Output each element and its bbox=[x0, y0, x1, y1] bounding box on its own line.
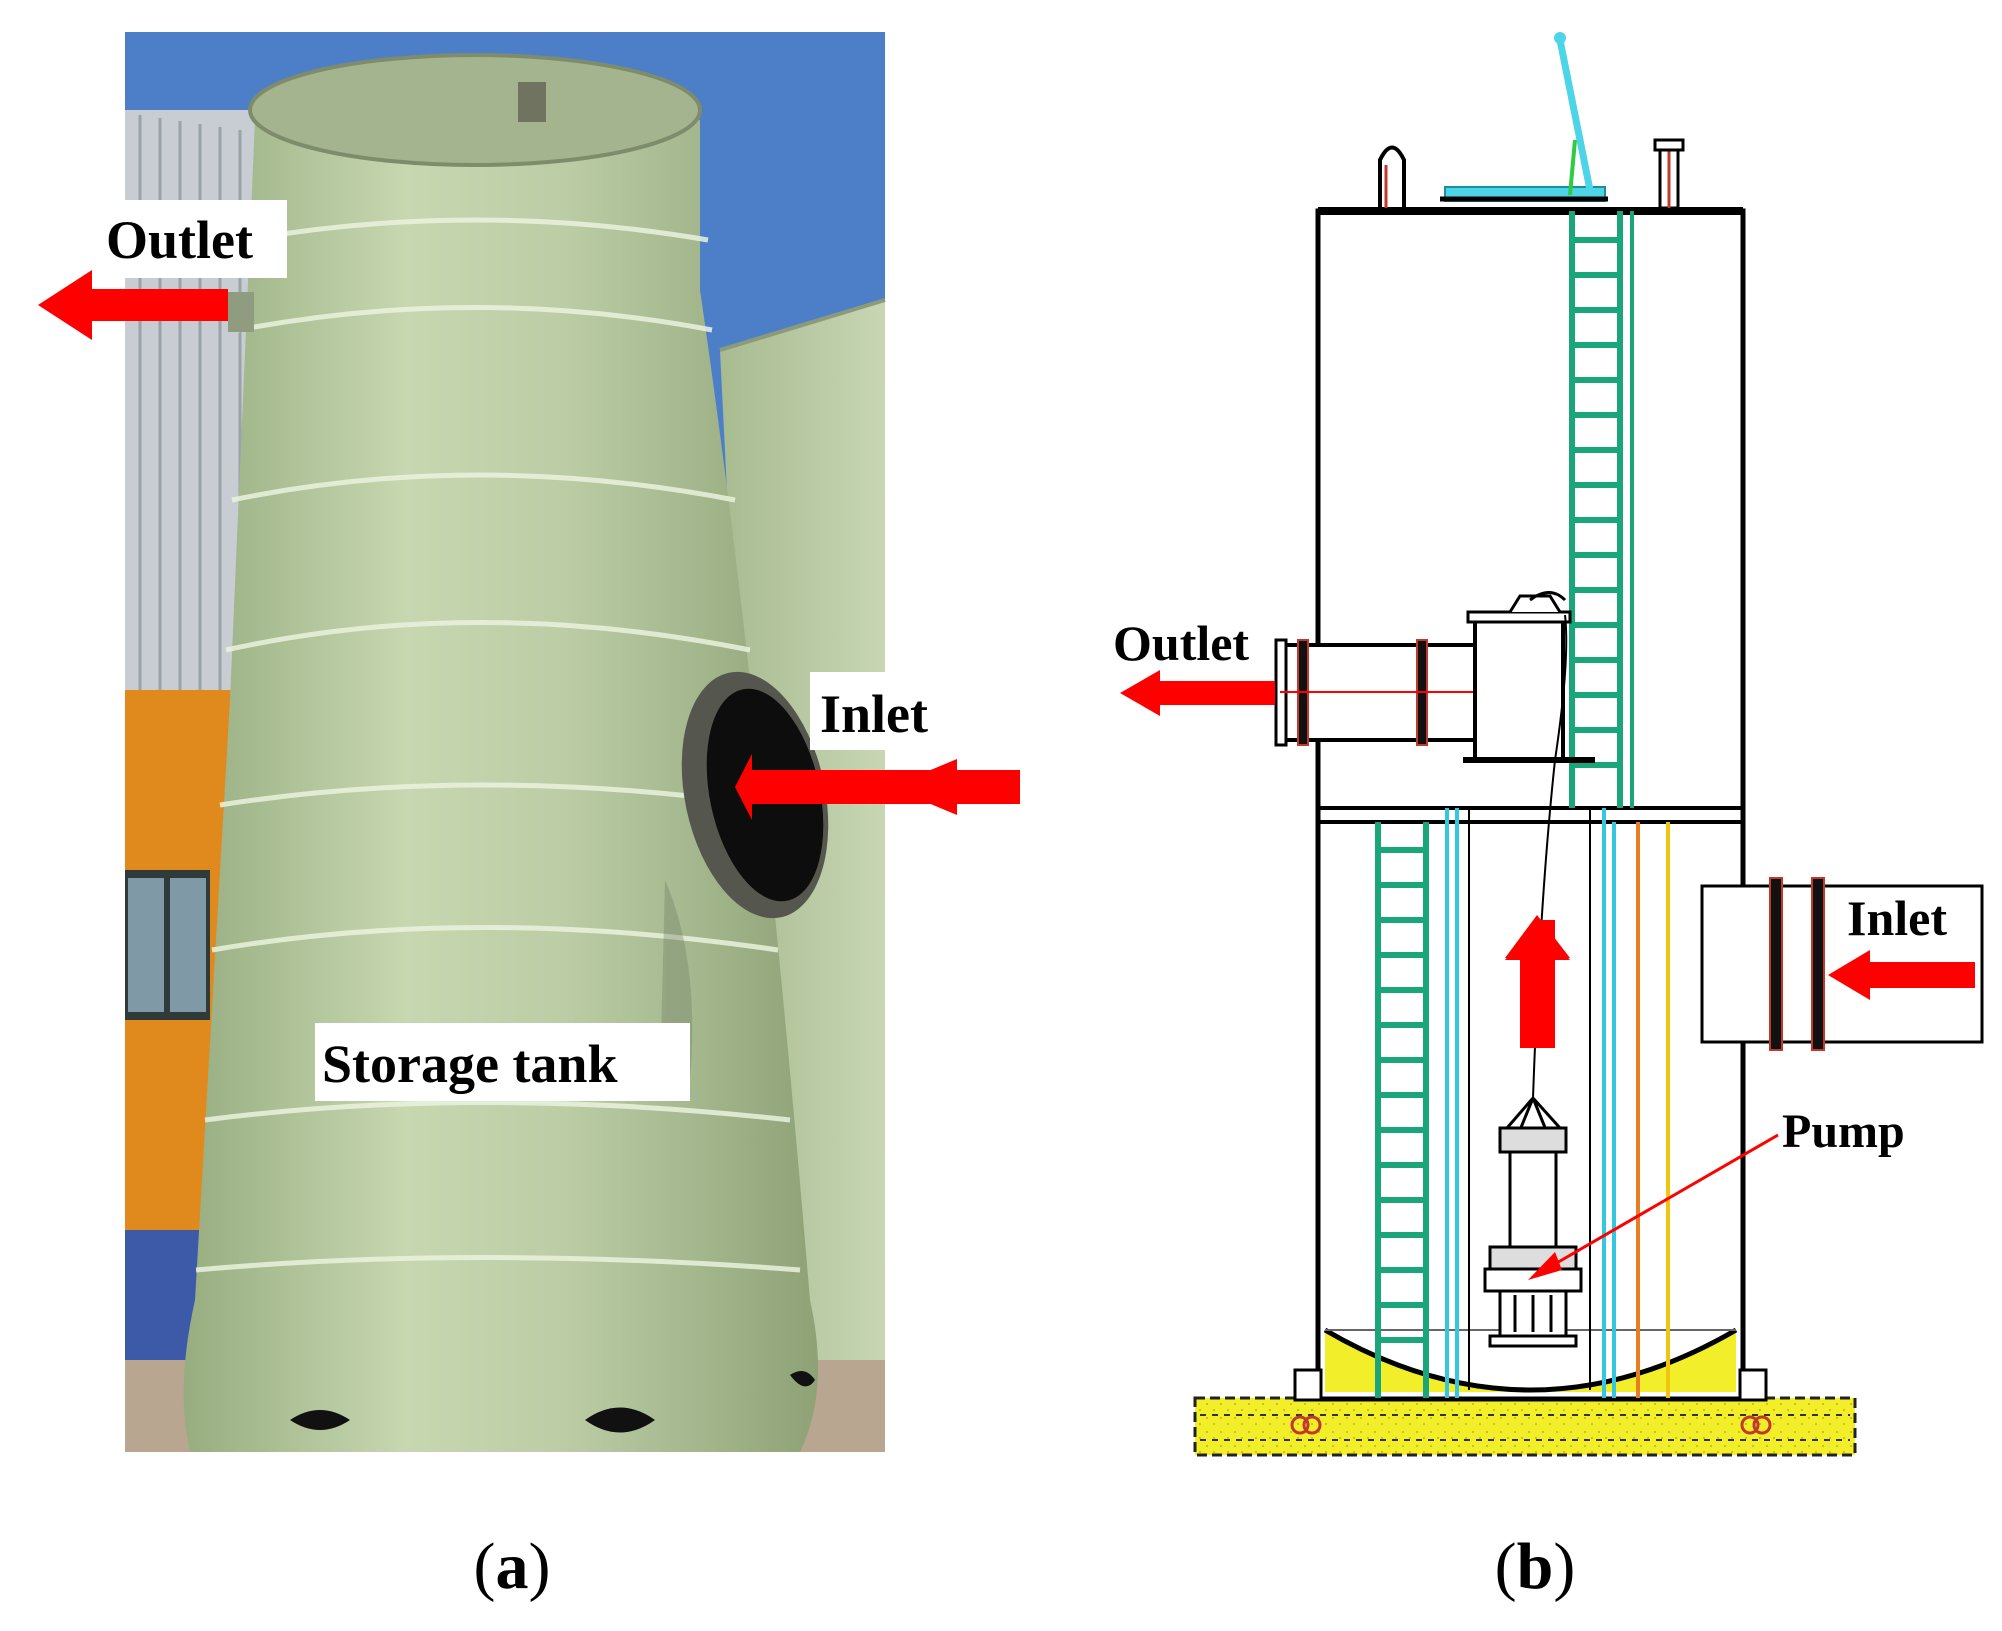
outlet-arrow-b bbox=[1120, 670, 1275, 716]
tank-label-box-a bbox=[315, 1023, 690, 1101]
inlet-arrow-b bbox=[1828, 950, 1975, 1000]
outlet-label-a: Outlet bbox=[106, 210, 253, 270]
pump-label-b: Pump bbox=[1782, 1105, 1905, 1158]
panel-b-drawing bbox=[1193, 32, 1984, 1457]
caption-b: (b) bbox=[1495, 1530, 1576, 1603]
outlet-pipe bbox=[1274, 594, 1595, 763]
inlet-label-a: Inlet bbox=[820, 684, 928, 744]
outlet-arrow-a bbox=[38, 270, 228, 340]
pump-pointer-line bbox=[1547, 1133, 1779, 1270]
inlet-label-box-a bbox=[810, 672, 970, 750]
lower-ladder bbox=[1375, 822, 1429, 1398]
tank-label-a: Storage tank bbox=[322, 1034, 618, 1094]
upper-ladder bbox=[1569, 211, 1623, 808]
inlet-pipe bbox=[1700, 877, 1984, 1051]
outlet-label-box-a bbox=[102, 200, 287, 278]
storage-tank-body bbox=[183, 87, 819, 1452]
caption-a: (a) bbox=[474, 1530, 551, 1603]
inlet-label-b: Inlet bbox=[1847, 890, 1947, 946]
concrete-base bbox=[1193, 1396, 1857, 1457]
outlet-label-b: Outlet bbox=[1113, 615, 1249, 671]
